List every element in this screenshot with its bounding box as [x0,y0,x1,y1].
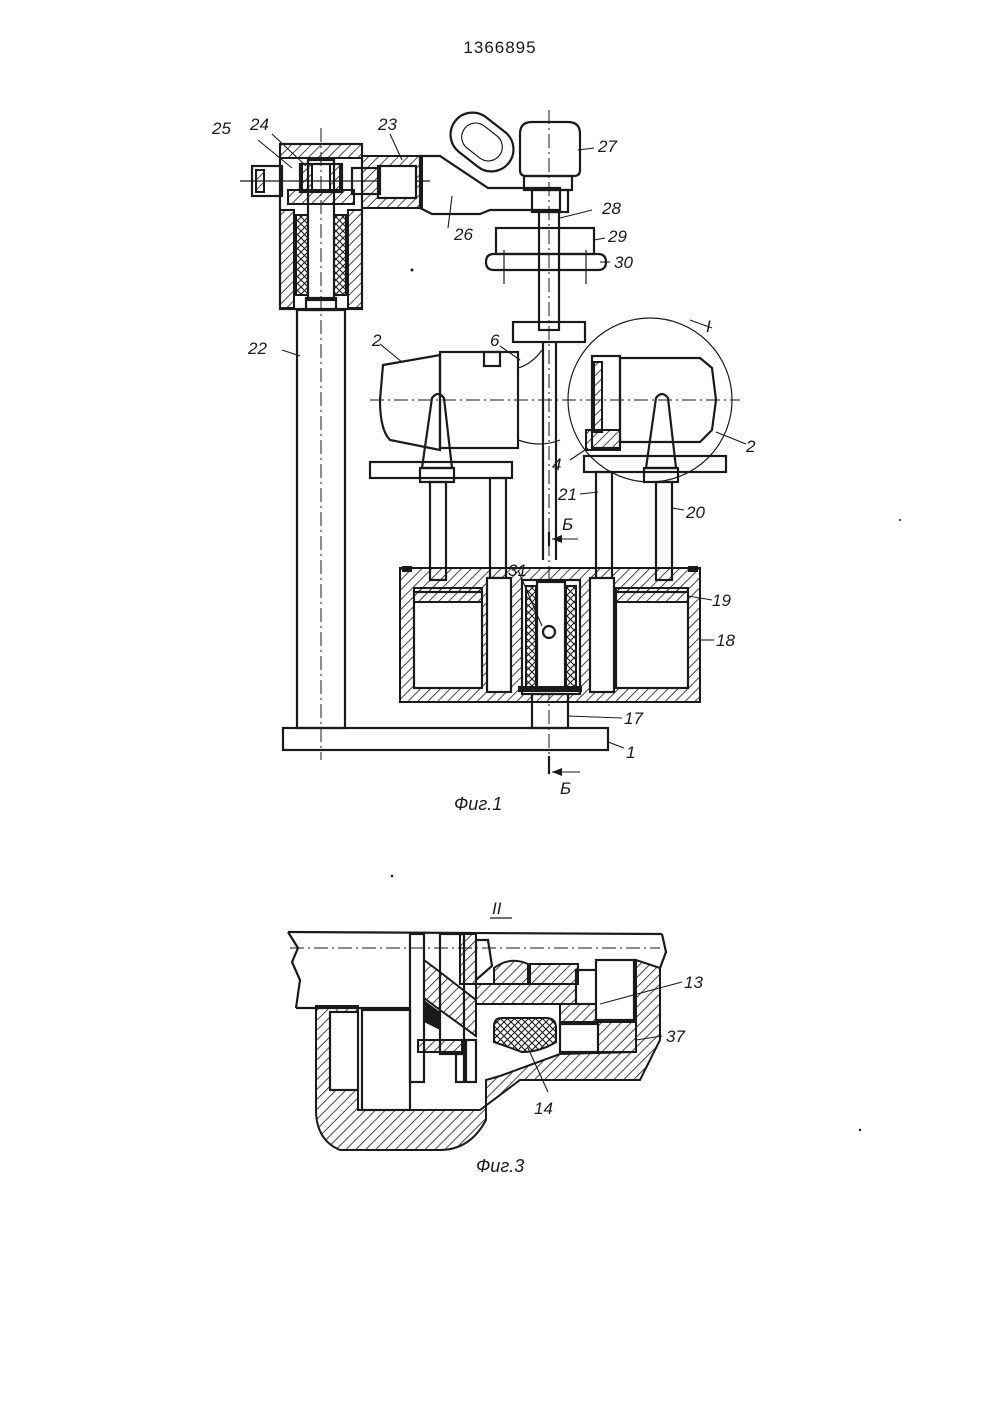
section-mark-top: Б [562,515,573,534]
scan-specks [390,268,901,1132]
motor-27 [518,120,582,214]
right-holder-2 [567,317,733,484]
section-mark-bottom: Б [560,779,571,798]
label-20: 20 [685,503,705,522]
label-24: 24 [249,115,269,134]
figure-1: 25 24 23 26 27 28 29 30 22 2 6 I 2 4 21 … [211,110,756,814]
label-14: 14 [534,1099,553,1118]
label-27: 27 [597,137,617,156]
central-shaft [484,110,608,770]
handle-knob [449,111,515,173]
patent-number: 1366895 [463,38,537,57]
detail-mark-II: II [492,899,502,918]
bracket-26 [418,154,562,216]
label-29: 29 [607,227,627,246]
label-25: 25 [211,119,231,138]
label-31: 31 [508,561,527,580]
label-37: 37 [666,1027,685,1046]
label-6: 6 [490,331,500,350]
cylinder-housing-18 [399,566,701,730]
label-21: 21 [557,485,577,504]
detail-mark-I: I [706,317,711,336]
leader-lines-fig1 [257,133,747,749]
label-28: 28 [601,199,621,218]
figure-1-caption: Фиг.1 [454,794,502,814]
label-22: 22 [247,339,267,358]
labels-fig1: 25 24 23 26 27 28 29 30 22 2 6 I 2 4 21 … [211,115,756,814]
label-2-left: 2 [371,331,382,350]
label-4: 4 [552,455,561,474]
figure-3-caption: Фиг.3 [476,1156,524,1176]
label-18: 18 [716,631,735,650]
label-23: 23 [377,115,397,134]
label-17: 17 [624,709,643,728]
rods-20-21 [428,470,674,584]
label-1: 1 [626,743,635,762]
figure-3: II 13 37 14 Фиг.3 [287,899,703,1176]
label-2-right: 2 [745,437,756,456]
label-30: 30 [614,253,633,272]
label-19: 19 [712,591,731,610]
table-plate [368,454,728,480]
base-plate [281,726,610,752]
label-13: 13 [684,973,703,992]
section-cut-marks [547,532,580,776]
top-head-assembly [240,142,430,312]
seal-14 [493,1017,557,1054]
label-26: 26 [453,225,473,244]
housing-section [315,958,661,1151]
